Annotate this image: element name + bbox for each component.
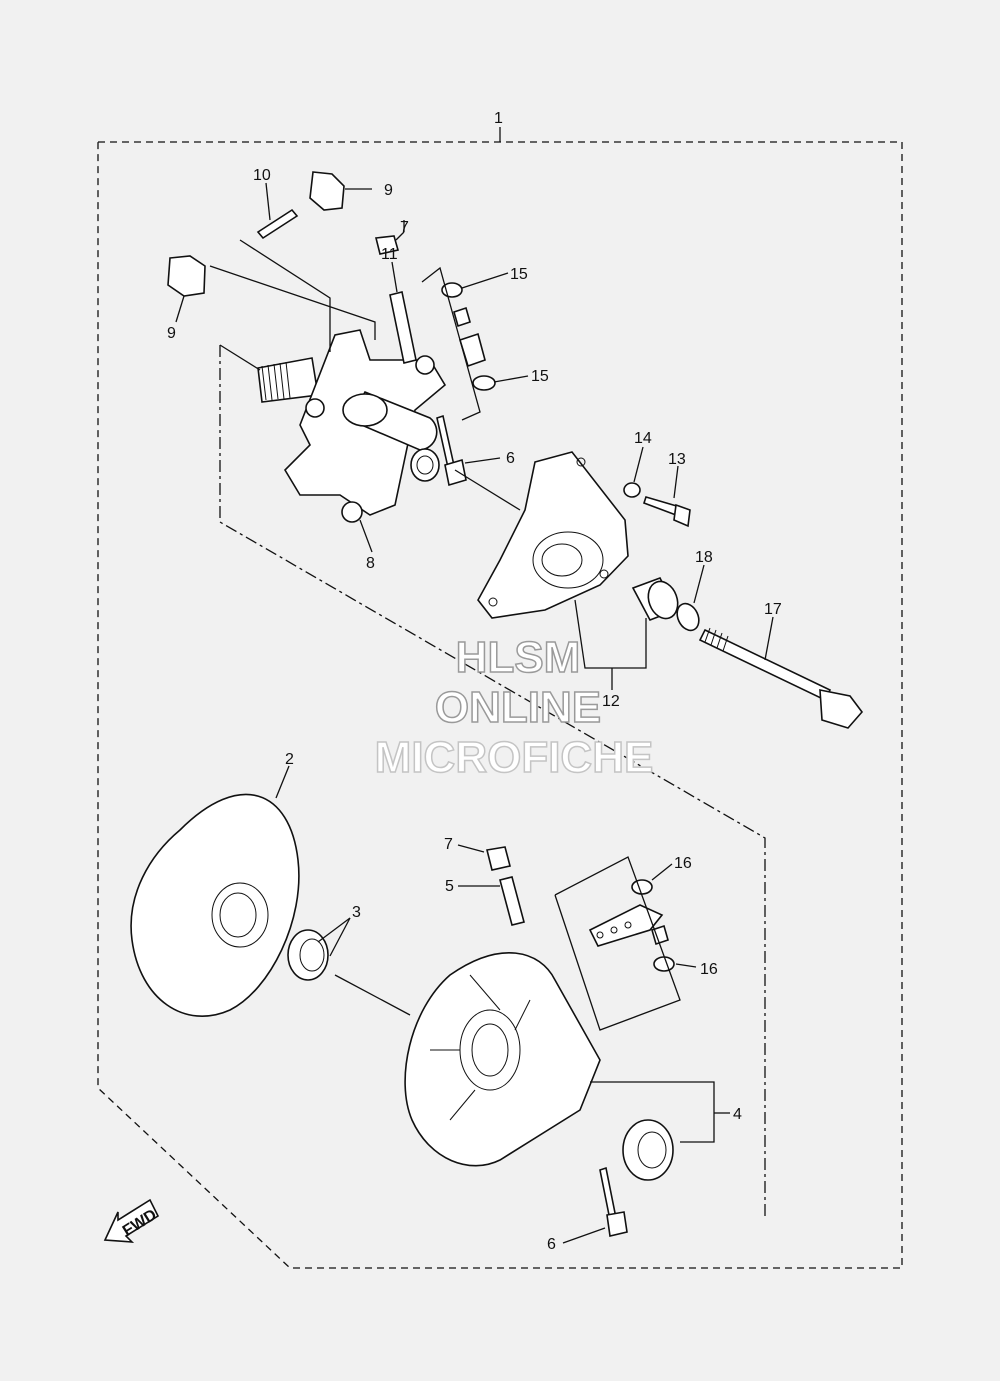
callout-15: 15 (510, 266, 528, 283)
fixed-sheave (130, 793, 300, 1017)
watermark-line-2: ONLINE (435, 683, 601, 732)
callout-8: 8 (366, 555, 375, 572)
weight-arm (588, 904, 664, 947)
callout-17: 17 (764, 601, 782, 618)
collar (389, 291, 417, 364)
callout-12: 12 (602, 693, 620, 710)
washer (676, 602, 700, 632)
callout-4: 4 (733, 1106, 742, 1123)
callout-9: 9 (167, 325, 176, 342)
slider-shoe (309, 171, 345, 211)
callout-3: 3 (352, 904, 361, 921)
spider-hub (257, 329, 447, 523)
callout-1: 1 (494, 110, 503, 127)
callout-9: 9 (384, 182, 393, 199)
callout-10: 10 (253, 167, 271, 184)
callout-11: 11 (381, 246, 398, 263)
ring (287, 929, 329, 981)
assembly-boundary (97, 141, 903, 1269)
washer (631, 879, 653, 895)
nut (486, 846, 511, 871)
bolt (599, 1166, 617, 1222)
movable-sheave (404, 952, 601, 1167)
callout-18: 18 (695, 549, 713, 566)
callout-2: 2 (285, 751, 294, 768)
washer (653, 956, 675, 972)
callout-5: 5 (445, 878, 454, 895)
slider-shoe (167, 255, 206, 297)
callout-7: 7 (400, 219, 409, 236)
callout-7: 7 (444, 836, 453, 853)
watermark-line-3: MICROFICHE (375, 733, 654, 782)
callout-6: 6 (547, 1236, 556, 1253)
callout-16: 16 (674, 855, 692, 872)
pin (256, 208, 299, 240)
callout-15: 15 (531, 368, 549, 385)
callout-14: 14 (634, 430, 652, 447)
callout-16: 16 (700, 961, 718, 978)
callout-13: 13 (668, 451, 686, 468)
forward-arrow-icon: FWD (103, 1198, 160, 1243)
washer (623, 482, 641, 498)
collar (499, 876, 525, 926)
nut (375, 235, 400, 255)
washer (472, 375, 496, 391)
callout-6: 6 (506, 450, 515, 467)
watermark-line-1: HLSM (456, 633, 581, 682)
